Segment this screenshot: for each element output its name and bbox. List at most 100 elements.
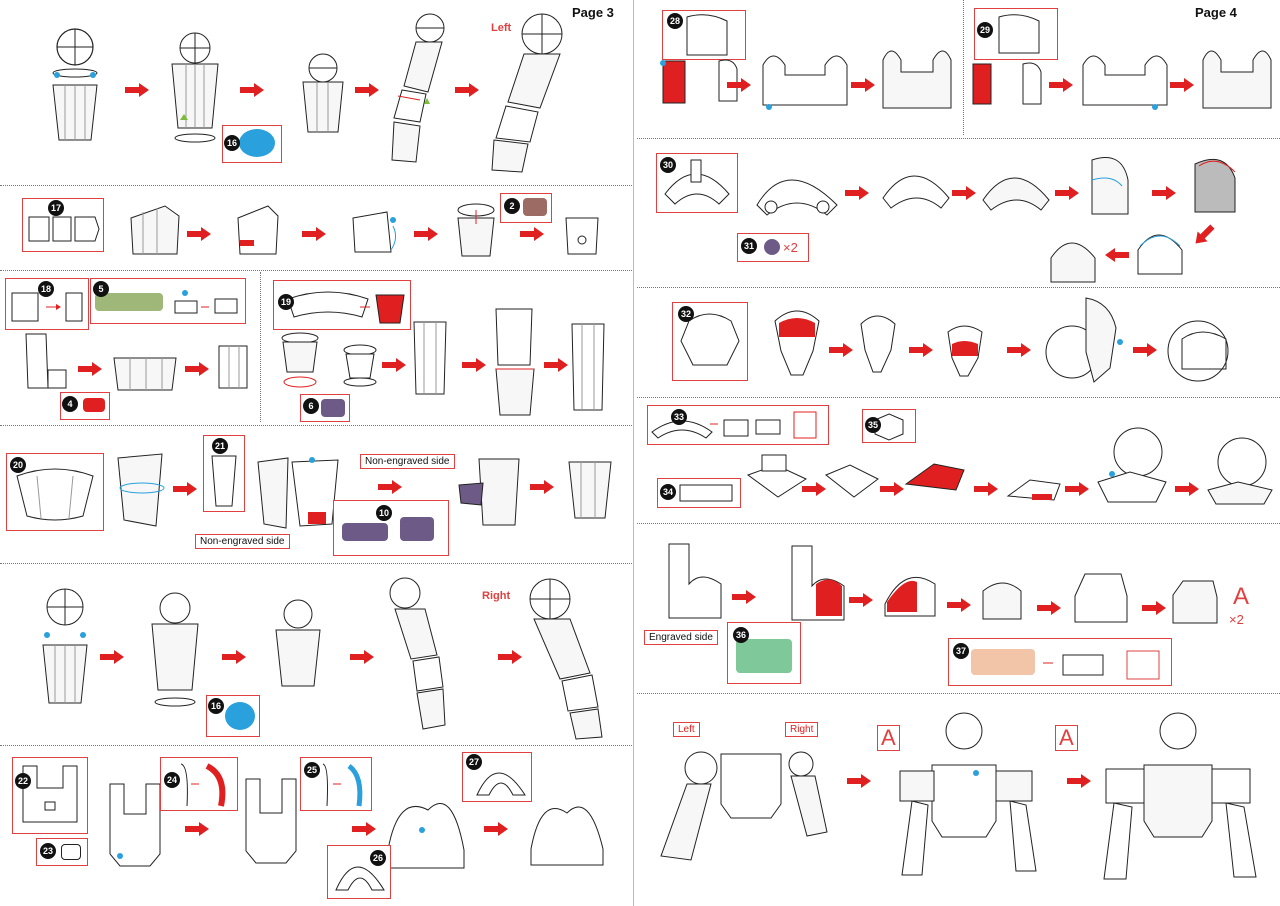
- arrow-icon: [947, 598, 971, 612]
- lower-arm-figure: [413, 321, 447, 395]
- step-29-badge: 29: [977, 22, 993, 38]
- part-21-outline: [211, 455, 237, 507]
- part-25-outline: [322, 763, 363, 807]
- part-28-outline: [686, 14, 728, 56]
- separator: [0, 270, 632, 271]
- collar-base-figure: [746, 454, 808, 498]
- forearm-complete-figure: [218, 345, 248, 389]
- arrow-icon: [952, 186, 976, 200]
- arrow-icon: [187, 227, 211, 241]
- elbow-frame-3-figure: [352, 211, 397, 253]
- arrow-icon: [378, 480, 402, 494]
- shoulder-joint-figure: [52, 28, 98, 141]
- separator: [963, 0, 964, 135]
- hand-shell-figure: [117, 453, 165, 527]
- separator: [0, 563, 632, 564]
- step-18-badge: 18: [38, 281, 54, 297]
- step-5-badge: 5: [93, 281, 109, 297]
- arrow-icon: [909, 343, 933, 357]
- arrow-icon: [880, 482, 904, 496]
- robot-assembly-figure: [899, 712, 1037, 876]
- part-32-outline: [680, 313, 740, 366]
- shoulder-joint-right-figure: [42, 588, 88, 704]
- elbow-complete-figure: [565, 217, 599, 255]
- part-16b-piece: [225, 702, 255, 730]
- head-complete-figure: [1207, 437, 1273, 505]
- upper-arm-figure: [391, 13, 445, 163]
- page-4: Page 4 28 29 30 31 ×2 32 33: [637, 0, 1280, 906]
- part-37-piece: [971, 649, 1035, 675]
- arrow-icon: [222, 650, 246, 664]
- arrow-icon: [484, 822, 508, 836]
- page-divider: [633, 0, 634, 906]
- engraved-side-note: Engraved side: [644, 630, 718, 645]
- arrow-icon: [1105, 248, 1129, 262]
- step-32-badge: 32: [678, 306, 694, 322]
- step-28-badge: 28: [667, 13, 683, 29]
- arrow-icon: [1152, 186, 1176, 200]
- step-19-badge: 19: [278, 294, 294, 310]
- elbow-frame-figure: [130, 205, 180, 255]
- separator: [637, 523, 1280, 524]
- part-24-box: [160, 757, 238, 811]
- hand-assembly-figure: [257, 457, 339, 529]
- shoulder-closed-right-figure: [275, 599, 321, 687]
- armor-block-2-figure: [1074, 573, 1128, 623]
- separator: [0, 185, 632, 186]
- arrow-icon: [1175, 482, 1199, 496]
- collar-base-2-figure: [825, 464, 879, 498]
- part-32-box: [672, 302, 748, 381]
- step-37-badge: 37: [953, 643, 969, 659]
- step-36-badge: 36: [733, 627, 749, 643]
- elbow-cap-figure: [457, 203, 495, 257]
- arrow-icon: [185, 362, 209, 376]
- page-label: Page 3: [572, 5, 614, 20]
- shoulder-rounded-figure: [1091, 157, 1129, 215]
- part-23-box: [36, 838, 88, 866]
- shoulder-plates-3-figure: [982, 177, 1050, 211]
- arrow-icon: [829, 343, 853, 357]
- label-A: A: [1233, 583, 1250, 610]
- part-4-piece: [83, 398, 105, 412]
- shoulder-assembled-right-figure: [151, 592, 199, 707]
- armor-complete-figure: [1172, 580, 1218, 624]
- label-A-quantity: ×2: [1229, 612, 1244, 627]
- part-18-outline: [11, 292, 83, 322]
- back-panel-2-figure: [972, 62, 1042, 105]
- helmet-complete-figure: [1167, 320, 1229, 382]
- hand-cover-figure: [458, 458, 520, 526]
- arrow-icon: [849, 593, 873, 607]
- part-27-outline: [476, 772, 526, 796]
- shoulder-assembled-figure: [171, 32, 219, 143]
- arrow-icon: [802, 482, 826, 496]
- shoulder-closed-figure: [302, 53, 344, 133]
- part-5-piece: [95, 293, 163, 311]
- arrow-icon: [1195, 224, 1215, 244]
- arrow-icon: [1049, 78, 1073, 92]
- part-26-outline: [335, 866, 385, 891]
- wrist-cap-figure: [343, 344, 377, 387]
- part-24-outline: [180, 763, 226, 807]
- step-4-badge: 4: [62, 396, 78, 412]
- back-frame-2-figure: [1082, 55, 1168, 110]
- part-30-outline: [664, 159, 730, 205]
- engraved-panel-figure: [668, 543, 722, 619]
- arrow-icon: [302, 227, 326, 241]
- part-37-box: [948, 638, 1172, 686]
- label-A-box-left: A: [877, 725, 900, 751]
- step-33-badge: 33: [671, 409, 687, 425]
- arrow-icon: [350, 650, 374, 664]
- non-engraved-note-1: Non-engraved side: [195, 534, 290, 549]
- arrow-icon: [530, 480, 554, 494]
- shoulder-rounded-2-figure: [1194, 158, 1236, 213]
- collar-shaped-figure: [1006, 479, 1061, 501]
- label-A-box-right: A: [1055, 725, 1078, 751]
- arrow-icon: [352, 822, 376, 836]
- arrow-icon: [462, 358, 486, 372]
- separator: [0, 425, 632, 426]
- arrow-icon: [125, 83, 149, 97]
- page-label: Page 4: [1195, 5, 1237, 20]
- arrow-icon: [498, 650, 522, 664]
- arrow-icon: [100, 650, 124, 664]
- part-17-outline: [28, 216, 100, 242]
